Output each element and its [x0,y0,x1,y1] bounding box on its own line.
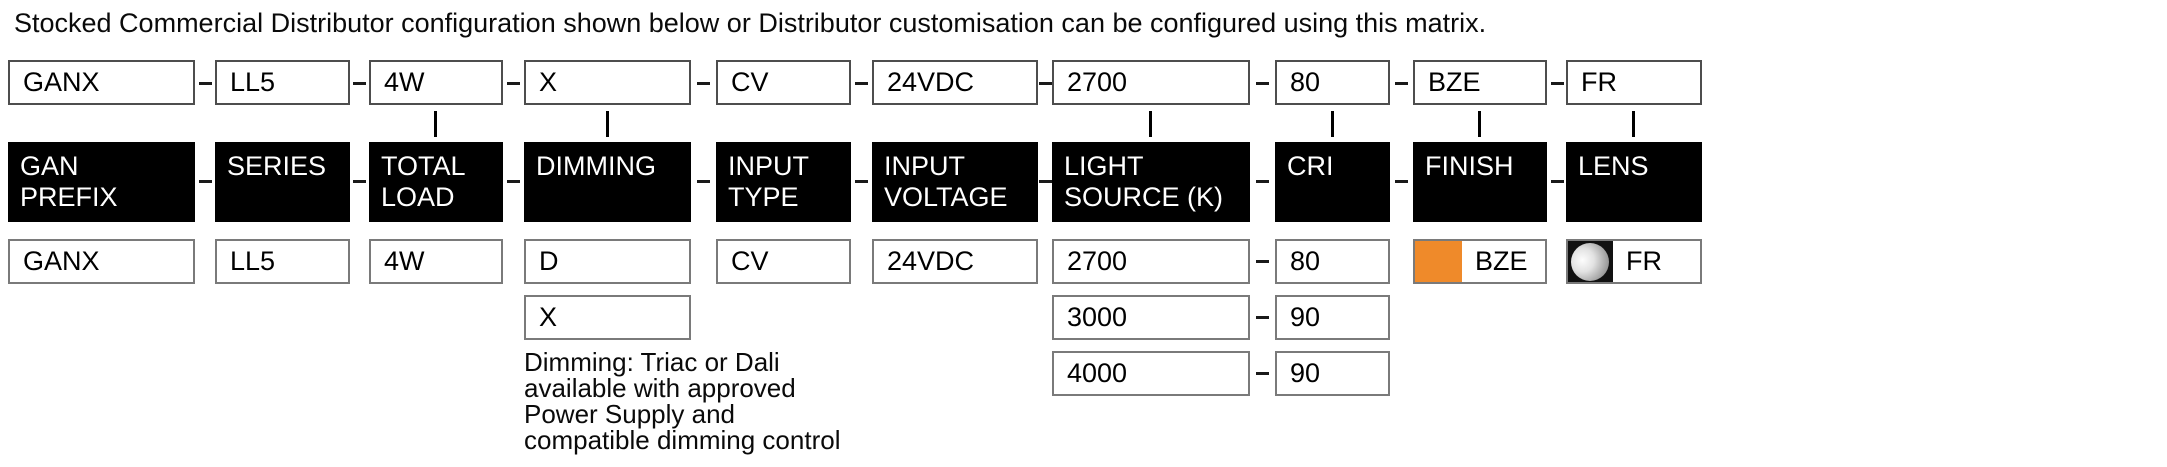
dash-separator [1551,82,1564,85]
connector-tick [1478,111,1481,137]
option-cv: CV [716,239,851,284]
dash-separator [697,180,710,183]
dash-separator [507,82,520,85]
option-4000k: 4000 [1052,351,1250,396]
header-gan-prefix: GAN PREFIX [8,142,195,222]
dash-separator [353,82,366,85]
option-dimming-x: X [524,295,691,340]
dash-separator [353,180,366,183]
column-lens: FR LENS FR [1566,0,1702,467]
dash-separator [1039,82,1052,85]
dash-separator [1395,82,1408,85]
dimming-note-line: available with approved [524,373,796,403]
column-light-source: 2700 LIGHT SOURCE (K) 2700 3000 4000 [1052,0,1250,467]
page-title: Stocked Commercial Distributor configura… [14,8,1487,38]
code-box-cri: 80 [1275,60,1390,105]
dash-separator [507,180,520,183]
header-total-load: TOTAL LOAD [369,142,503,222]
finish-option-label: BZE [1475,246,1528,276]
dash-separator [1256,316,1269,319]
option-dimming-d: D [524,239,691,284]
option-2700k: 2700 [1052,239,1250,284]
column-finish: BZE FINISH BZE [1413,0,1547,467]
connector-tick [605,111,609,137]
header-series: SERIES [215,142,350,222]
header-finish: FINISH [1413,142,1547,222]
column-input-voltage: 24VDC INPUT VOLTAGE 24VDC [872,0,1038,467]
dash-separator [855,180,868,183]
option-ganx: GANX [8,239,195,284]
dash-separator [199,82,212,85]
option-ll5: LL5 [215,239,350,284]
dash-separator [199,180,212,183]
dash-separator [1256,260,1269,263]
header-dimming: DIMMING [524,142,691,222]
code-box-dimming: X [524,60,691,105]
dash-separator [1039,180,1052,183]
dimming-note-line: Power Supply and [524,399,736,429]
dash-separator [1256,82,1269,85]
dash-separator [1256,180,1269,183]
code-box-total-load: 4W [369,60,503,105]
column-series: LL5 SERIES LL5 [215,0,350,467]
option-24vdc: 24VDC [872,239,1038,284]
column-cri: 80 CRI 80 90 90 [1275,0,1390,467]
option-cri-90b: 90 [1275,351,1390,396]
option-fr: FR [1566,239,1702,284]
code-box-gan-prefix: GANX [8,60,195,105]
connector-tick [1149,111,1152,137]
dimming-note: Dimming: Triac or Dali available with ap… [524,349,840,453]
column-dimming: X DIMMING D X [524,0,691,467]
header-lens: LENS [1566,142,1702,222]
lens-option-label: FR [1626,246,1662,276]
code-box-lens: FR [1566,60,1702,105]
frosted-lens-sphere-icon [1568,241,1613,282]
connector-tick [434,111,437,137]
option-3000k: 3000 [1052,295,1250,340]
connector-tick [1632,111,1635,137]
option-4w: 4W [369,239,503,284]
code-box-light-source: 2700 [1052,60,1250,105]
header-input-voltage: INPUT VOLTAGE [872,142,1038,222]
dash-separator [1395,180,1408,183]
header-input-type: INPUT TYPE [716,142,851,222]
code-box-input-voltage: 24VDC [872,60,1038,105]
code-box-series: LL5 [215,60,350,105]
column-input-type: CV INPUT TYPE CV [716,0,851,467]
code-box-input-type: CV [716,60,851,105]
header-cri: CRI [1275,142,1390,222]
connector-tick [1330,111,1334,137]
dash-separator [855,82,868,85]
dash-separator [1551,180,1564,183]
dimming-note-line: Dimming: Triac or Dali [524,347,780,377]
orange-finish-swatch [1415,241,1462,282]
dash-separator [697,82,710,85]
dimming-note-line: compatible dimming control [524,425,841,455]
option-bze: BZE [1413,239,1547,284]
code-box-finish: BZE [1413,60,1547,105]
dash-separator [1256,372,1269,375]
column-total-load: 4W TOTAL LOAD 4W [369,0,503,467]
column-gan-prefix: GANX GAN PREFIX GANX [8,0,195,467]
header-light-source: LIGHT SOURCE (K) [1052,142,1250,222]
option-cri-80: 80 [1275,239,1390,284]
option-cri-90a: 90 [1275,295,1390,340]
